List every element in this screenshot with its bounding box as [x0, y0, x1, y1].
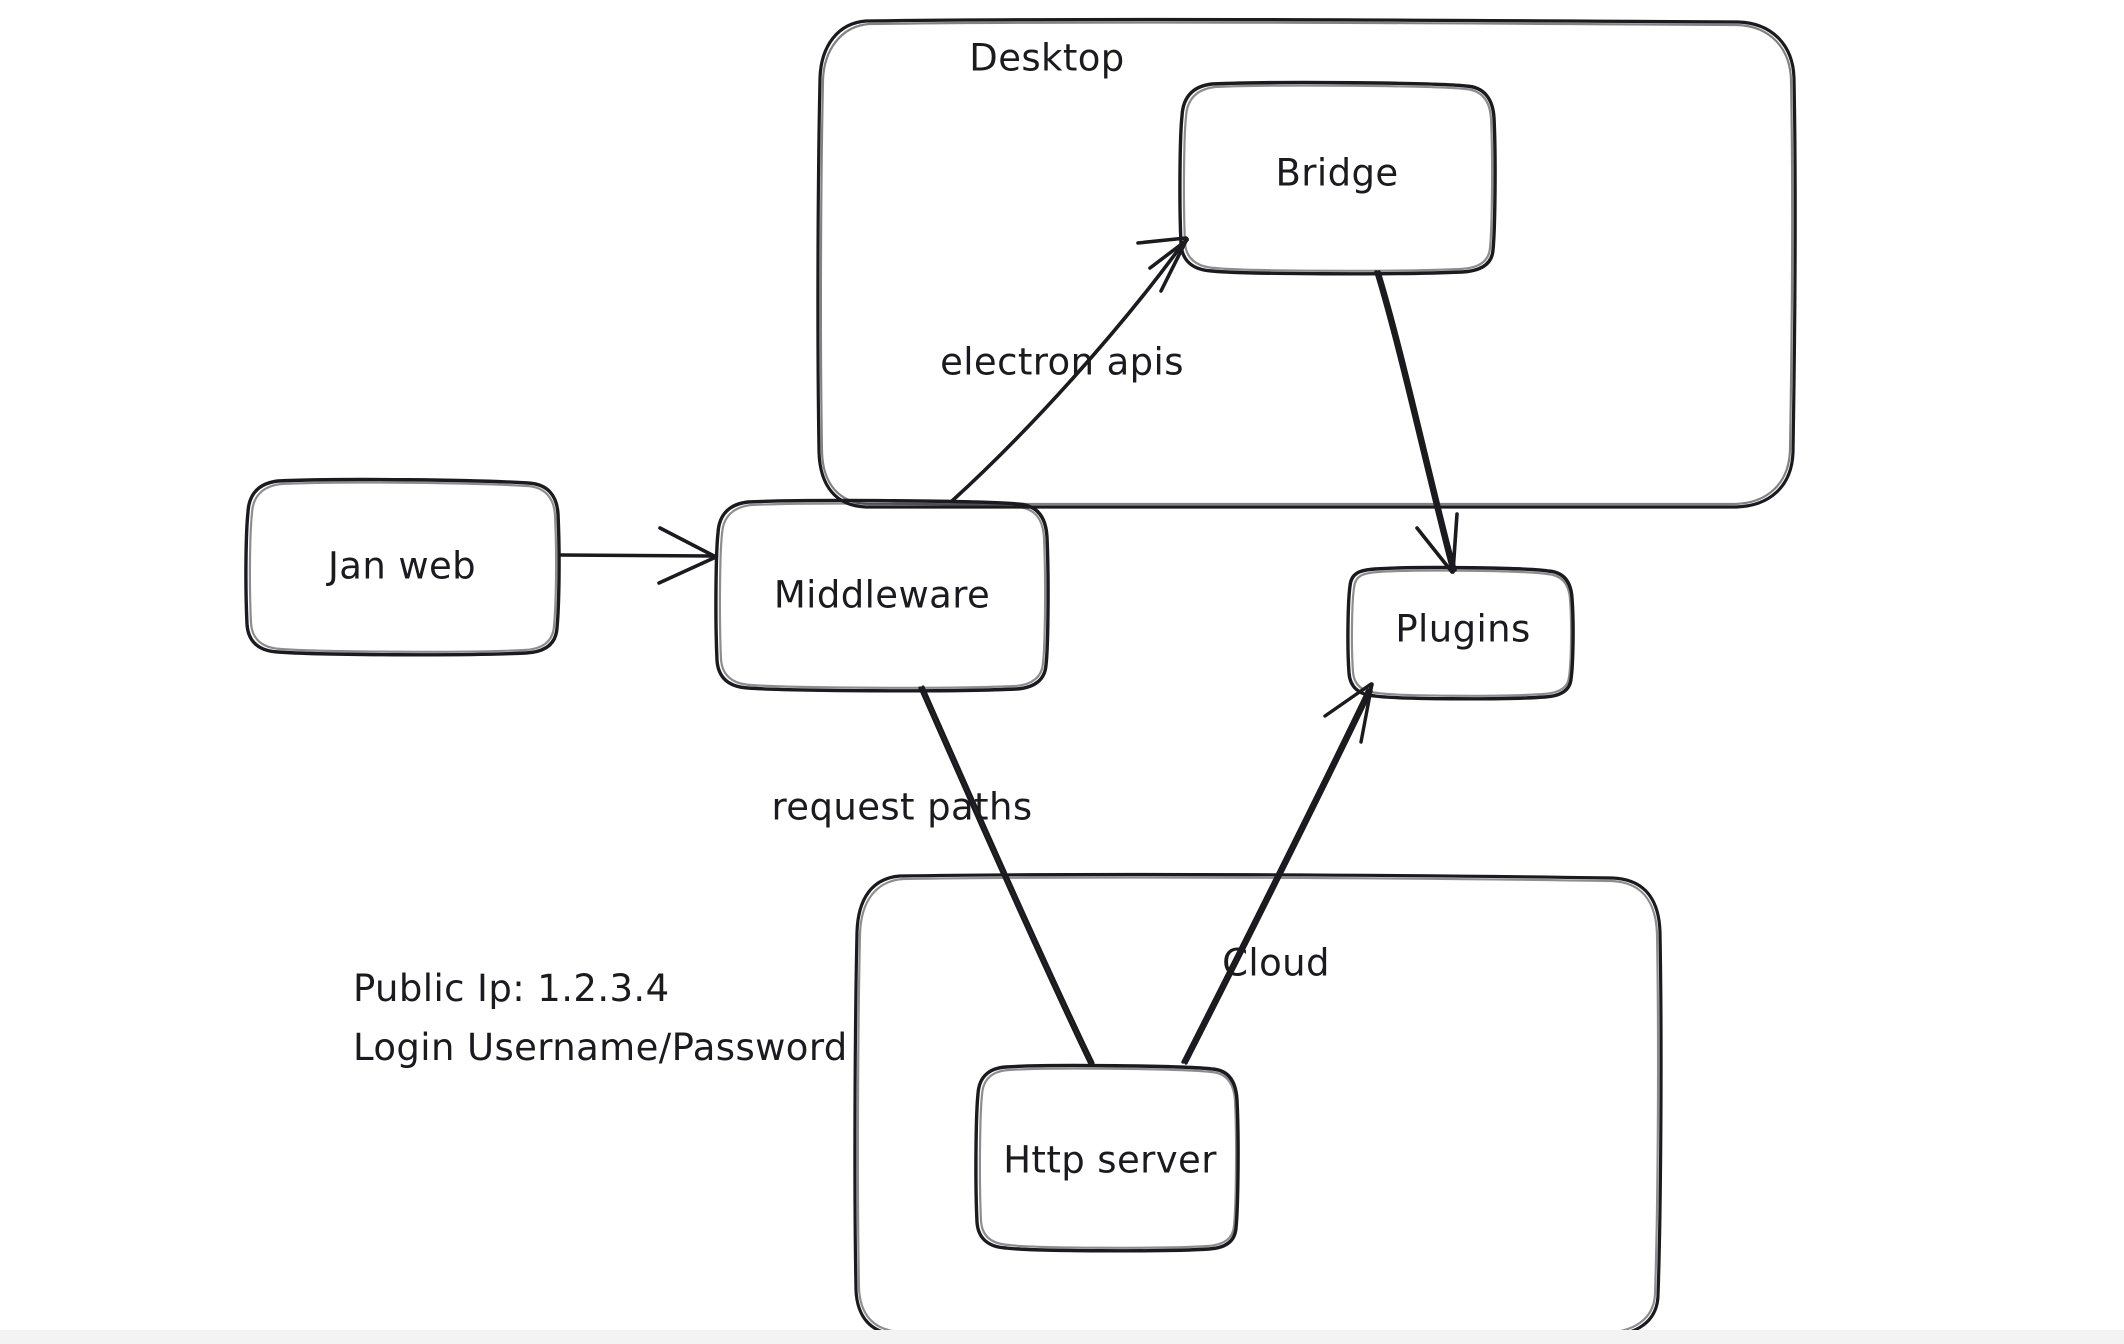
node-label-bridge[interactable]: Bridge	[1275, 151, 1399, 195]
edge-label-electron-apis: electron apis	[940, 340, 1184, 384]
bridge-box-outline	[1178, 80, 1497, 276]
edge-label-request-paths: request paths	[771, 785, 1033, 829]
edge-middleware-to-http-server	[918, 685, 1095, 1066]
group-label-desktop: Desktop	[969, 36, 1125, 80]
node-label-middleware[interactable]: Middleware	[773, 573, 991, 617]
plugins-box-outline	[1346, 565, 1575, 701]
node-label-http-server[interactable]: Http server	[1003, 1138, 1217, 1182]
http-server-box-outline	[974, 1063, 1240, 1253]
edge-jan-web-to-middleware	[558, 526, 718, 585]
node-label-jan-web[interactable]: Jan web	[327, 544, 477, 588]
note-public-ip: Public Ip: 1.2.3.4	[353, 967, 670, 1010]
edge-middleware-to-bridge	[950, 236, 1189, 503]
desktop-group-outline	[816, 17, 1797, 510]
node-label-plugins[interactable]: Plugins	[1395, 607, 1531, 651]
edge-bridge-to-plugins	[1374, 270, 1459, 574]
middleware-box-outline	[714, 498, 1050, 693]
jan-web-box-outline	[244, 477, 561, 657]
bottom-edge-strip	[0, 1330, 2124, 1344]
note-login-credentials: Login Username/Password	[353, 1026, 848, 1069]
edge-http-server-to-plugins	[1181, 682, 1374, 1065]
edge-label-cloud: Cloud	[1222, 941, 1330, 985]
